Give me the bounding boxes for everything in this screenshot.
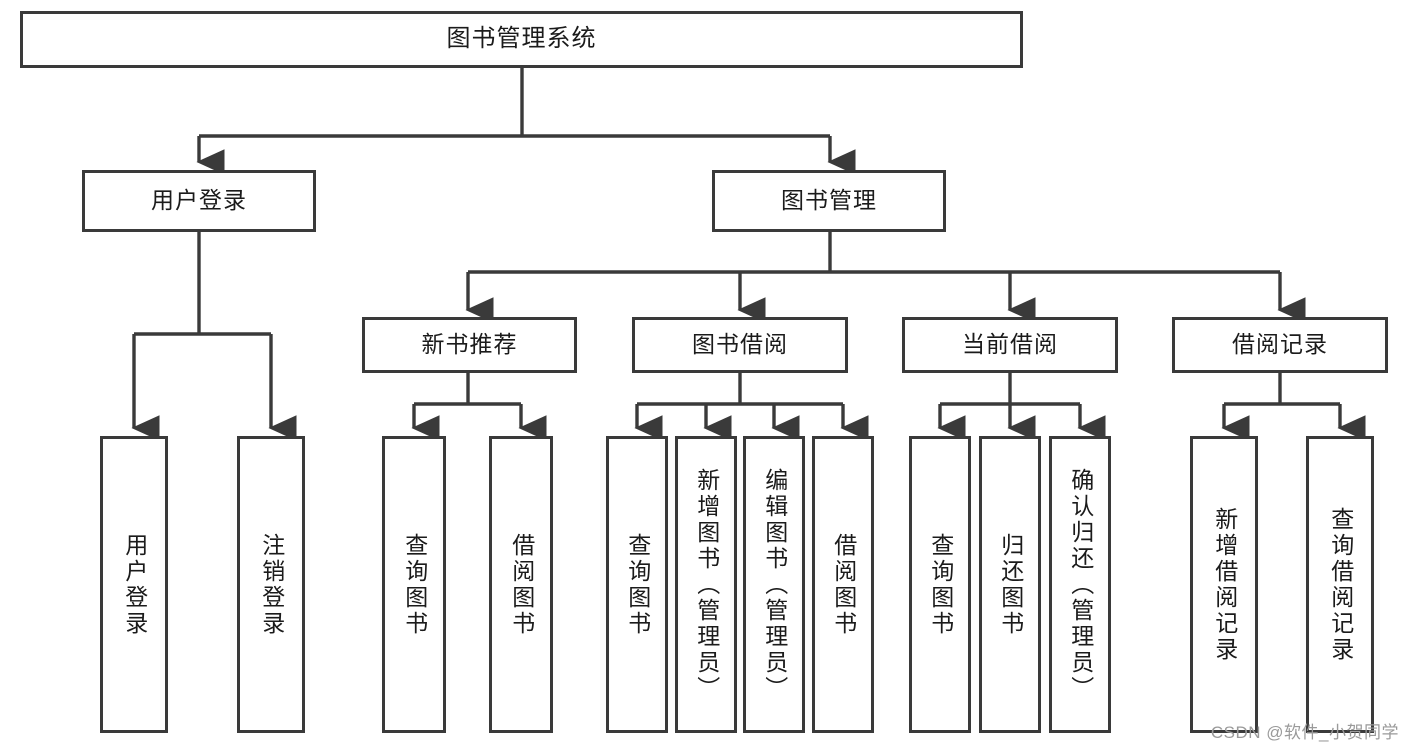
node-book-borrow[interactable]: 图书借阅 [632, 317, 848, 373]
node-current-borrow[interactable]: 当前借阅 [902, 317, 1118, 373]
node-root-book-management-system[interactable]: 图书管理系统 [20, 11, 1023, 68]
node-leaf-edit-book-admin[interactable]: 编辑图书（管理员） [743, 436, 805, 733]
node-label: 查询借阅记录 [1327, 506, 1354, 663]
node-leaf-user-login[interactable]: 用户登录 [100, 436, 168, 733]
node-label: 确认归还（管理员） [1067, 467, 1094, 702]
node-label: 用户登录 [151, 187, 247, 214]
node-borrow-record[interactable]: 借阅记录 [1172, 317, 1388, 373]
node-leaf-borrow-book-recommend[interactable]: 借阅图书 [489, 436, 553, 733]
node-leaf-add-book-admin[interactable]: 新增图书（管理员） [675, 436, 737, 733]
node-leaf-query-book-borrow[interactable]: 查询图书 [606, 436, 668, 733]
node-book-management[interactable]: 图书管理 [712, 170, 946, 232]
node-label: 查询图书 [927, 532, 954, 637]
node-label: 查询图书 [401, 532, 428, 637]
node-leaf-query-book-current[interactable]: 查询图书 [909, 436, 971, 733]
node-user-login[interactable]: 用户登录 [82, 170, 316, 232]
node-label: 编辑图书（管理员） [761, 467, 788, 702]
node-leaf-add-borrow-record[interactable]: 新增借阅记录 [1190, 436, 1258, 733]
node-label: 借阅记录 [1232, 331, 1328, 358]
node-label: 归还图书 [997, 532, 1024, 637]
node-label: 新增图书（管理员） [693, 467, 720, 702]
node-label: 用户登录 [121, 532, 148, 637]
node-label: 查询图书 [624, 532, 651, 637]
node-label: 当前借阅 [962, 331, 1058, 358]
node-new-book-recommend[interactable]: 新书推荐 [362, 317, 577, 373]
node-leaf-return-book[interactable]: 归还图书 [979, 436, 1041, 733]
node-leaf-query-book-recommend[interactable]: 查询图书 [382, 436, 446, 733]
node-label: 图书管理系统 [446, 25, 597, 53]
node-label: 图书借阅 [692, 331, 788, 358]
node-label: 新书推荐 [421, 331, 518, 358]
node-leaf-confirm-return-admin[interactable]: 确认归还（管理员） [1049, 436, 1111, 733]
node-leaf-query-borrow-record[interactable]: 查询借阅记录 [1306, 436, 1374, 733]
node-label: 借阅图书 [508, 532, 535, 637]
node-label: 注销登录 [258, 532, 285, 637]
node-leaf-logout[interactable]: 注销登录 [237, 436, 305, 733]
node-leaf-borrow-book[interactable]: 借阅图书 [812, 436, 874, 733]
watermark: CSDN @软件_小贺同学 [1210, 723, 1399, 742]
node-label: 新增借阅记录 [1211, 506, 1238, 663]
node-label: 图书管理 [781, 187, 877, 214]
node-label: 借阅图书 [830, 532, 857, 637]
